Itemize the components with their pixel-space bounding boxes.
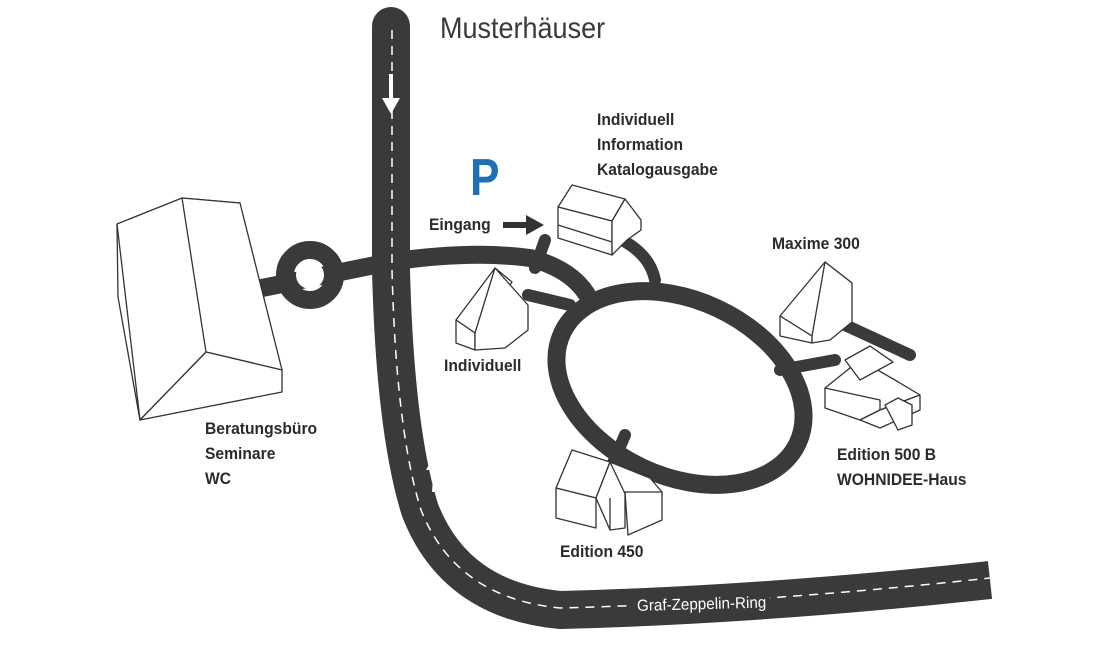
label-edition450: Edition 450 xyxy=(560,542,644,561)
access-road xyxy=(381,245,599,309)
arrow-down-icon xyxy=(382,74,400,114)
label-individuell: Individuell xyxy=(444,356,522,375)
main-road xyxy=(372,40,993,629)
roundabout xyxy=(276,241,344,309)
label-office-line2: Seminare xyxy=(205,444,276,463)
label-edition500-line1: Edition 500 B xyxy=(837,445,937,464)
road-markings xyxy=(391,30,991,609)
parking-icon: P xyxy=(470,149,500,207)
page-title: Musterhäuser xyxy=(440,12,606,45)
street-name: Graf-Zeppelin-Ring xyxy=(633,594,771,616)
office-building xyxy=(116,197,283,421)
label-info-line1: Individuell xyxy=(597,110,675,129)
edition500-house xyxy=(824,345,921,431)
roads xyxy=(253,7,993,629)
arrow-up-icon xyxy=(426,452,445,493)
individuell-house xyxy=(455,267,529,351)
arrow-right-icon xyxy=(503,215,544,235)
ring-road xyxy=(547,282,813,494)
label-office-line1: Beratungsbüro xyxy=(205,419,318,438)
edition450-house xyxy=(555,449,663,536)
entrance-label: Eingang xyxy=(429,215,491,234)
label-info-line3: Katalogausgabe xyxy=(597,160,718,179)
info-house xyxy=(557,184,642,256)
label-edition500-line2: WOHNIDEE-Haus xyxy=(837,470,967,489)
label-office-line3: WC xyxy=(205,469,232,488)
maxime-house xyxy=(779,261,853,344)
label-maxime: Maxime 300 xyxy=(772,234,860,253)
label-info-line2: Information xyxy=(597,135,684,154)
